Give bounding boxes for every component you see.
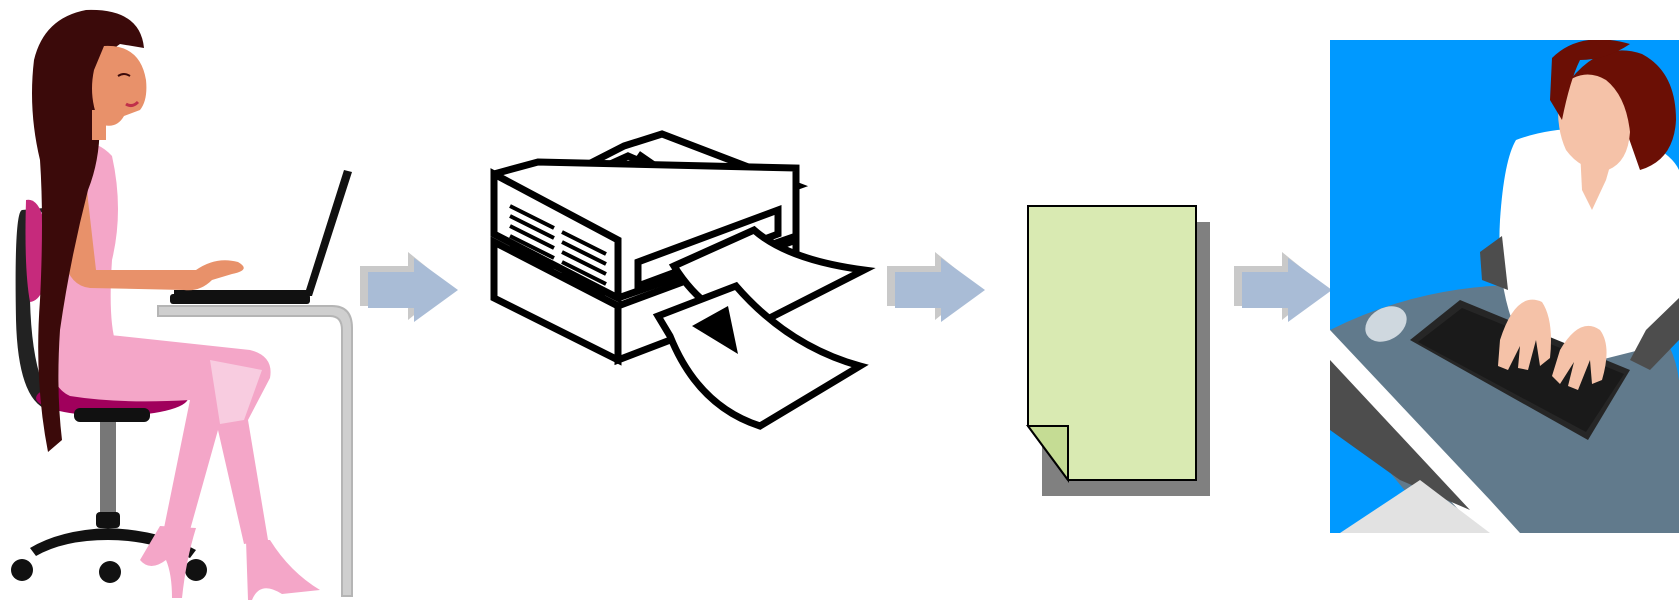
woman-at-keyboard-icon	[1330, 40, 1679, 533]
woman-typing-on-laptop-icon	[11, 9, 353, 600]
right-arrow-icon	[360, 252, 458, 322]
right-arrow-icon	[887, 252, 985, 322]
paper-document-icon	[1026, 205, 1210, 496]
printer-icon	[490, 130, 876, 430]
right-arrow-icon	[1234, 252, 1332, 322]
